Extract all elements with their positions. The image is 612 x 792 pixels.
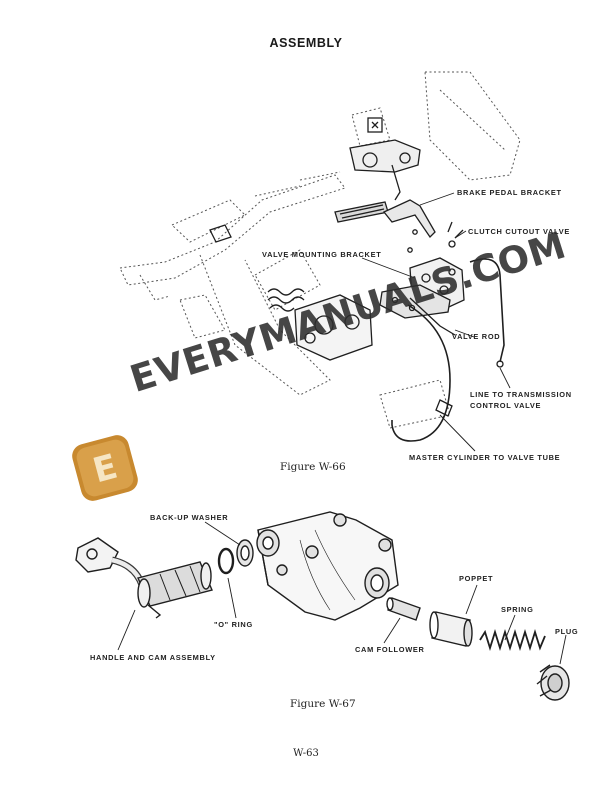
label-clutch-cutout-valve: CLUTCH CUTOUT VALVE [468,227,570,236]
caption-figure-w66: Figure W-66 [280,461,346,473]
label-line-to-transmission: LINE TO TRANSMISSION [470,390,572,399]
label-spring: SPRING [501,605,534,614]
label-brake-pedal-bracket: BRAKE PEDAL BRACKET [457,188,562,197]
label-valve-rod: VALVE ROD [452,332,501,341]
label-master-cylinder-tube: MASTER CYLINDER TO VALVE TUBE [409,453,561,462]
label-plug: PLUG [555,627,579,636]
label-poppet: POPPET [459,574,494,583]
label-o-ring: "O" RING [214,620,253,629]
page-title: ASSEMBLY [269,36,343,50]
watermark-logo-icon: E [72,435,138,501]
label-backup-washer: BACK-UP WASHER [150,513,229,522]
label-cam-follower: CAM FOLLOWER [355,645,425,654]
page-number: W-63 [293,748,319,759]
label-handle-cam-assembly: HANDLE AND CAM ASSEMBLY [90,653,216,662]
label-control-valve: CONTROL VALVE [470,401,542,410]
caption-figure-w67: Figure W-67 [290,698,356,710]
label-valve-mounting-bracket: VALVE MOUNTING BRACKET [262,250,382,259]
